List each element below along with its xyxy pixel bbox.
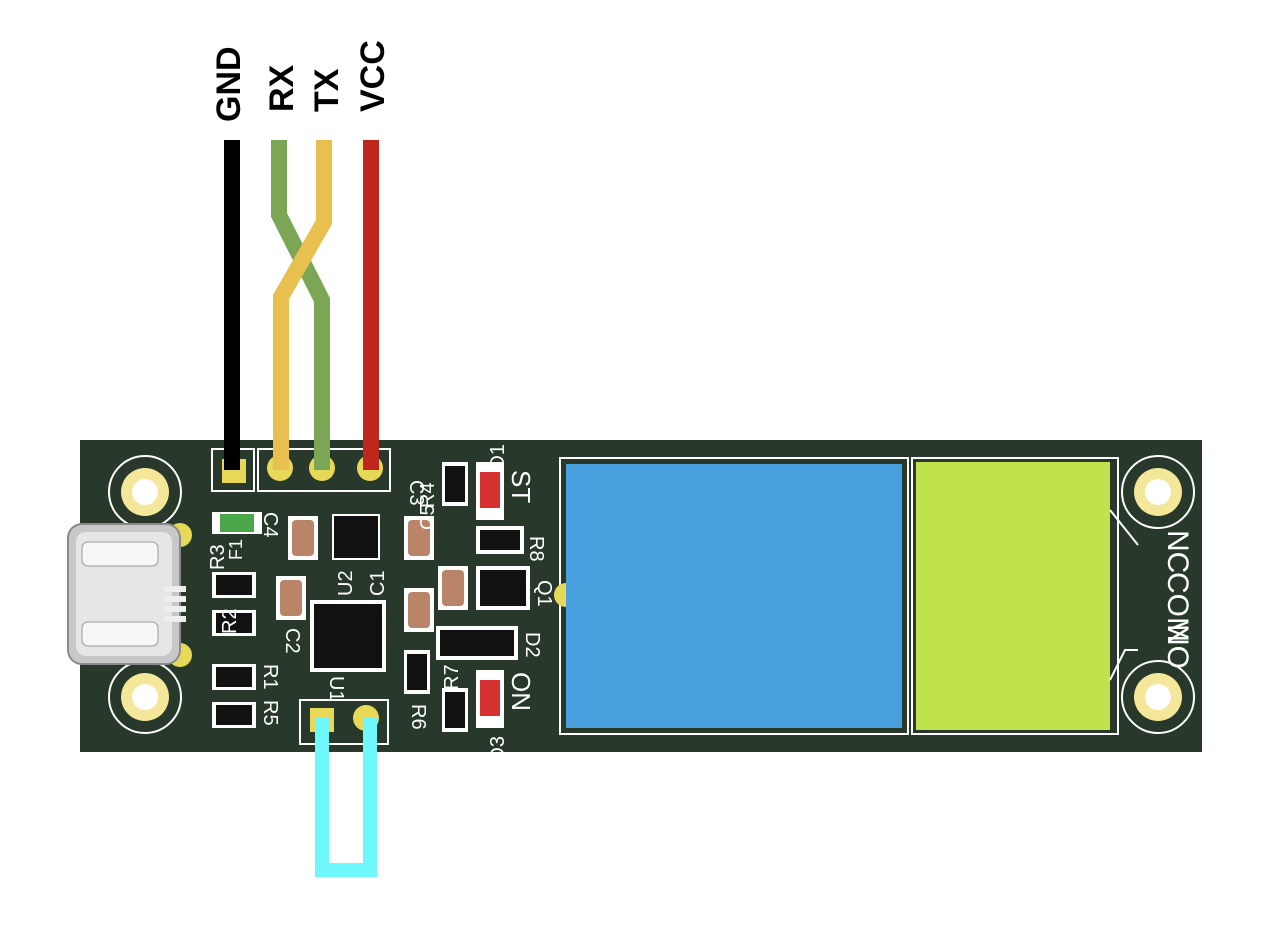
wire-tx (273, 140, 332, 470)
silk-d1: D1 (487, 444, 509, 470)
silk-c5: C5 (417, 504, 439, 530)
ic-u2 (332, 514, 380, 560)
silk-c2: C2 (281, 628, 303, 654)
smd-r2 (212, 610, 256, 636)
silk-st: ST (506, 470, 536, 503)
silk-r1: R1 (259, 664, 281, 690)
usb-c-connector (67, 523, 192, 667)
cap-c3 (404, 516, 434, 560)
mounting-hole-top-right (1121, 455, 1195, 529)
terminal-outline (911, 457, 1119, 735)
smd-r3 (212, 572, 256, 598)
silk-r7: R7 (441, 664, 463, 690)
silk-r6: R6 (407, 704, 429, 730)
smd-r8 (476, 526, 524, 554)
no-leader-line (1109, 649, 1138, 681)
relay-body (566, 464, 902, 728)
led-d1 (476, 462, 504, 520)
smd-r7 (404, 650, 430, 694)
label-tx: TX (308, 68, 346, 112)
cap-c5 (438, 566, 468, 610)
silk-u1: U1 (325, 676, 347, 702)
smd-r4 (442, 462, 468, 506)
led-d3 (476, 670, 504, 728)
silk-r8: R8 (525, 536, 547, 562)
ic-u1 (310, 600, 386, 672)
smd-r6 (442, 688, 468, 732)
silk-c1: C1 (367, 570, 389, 596)
cap-c1 (404, 588, 434, 632)
diode-d2 (436, 626, 518, 660)
transistor-q1 (476, 566, 530, 610)
label-vcc: VCC (354, 40, 392, 112)
silk-f1: F1 (226, 539, 246, 560)
silk-c3: C3 (405, 480, 427, 506)
silk-u2: U2 (335, 570, 357, 596)
silk-q1: Q1 (533, 580, 555, 607)
cap-c2 (276, 576, 306, 620)
label-rx: RX (263, 64, 301, 112)
header-jumper-outline (299, 699, 389, 745)
terminal-block-body (916, 462, 1110, 730)
silk-c4: C4 (259, 512, 281, 538)
silk-d2: D2 (521, 632, 543, 658)
silk-r2: R2 (219, 608, 241, 634)
silk-com: COM (1161, 572, 1194, 642)
silk-r3: R3 (207, 544, 229, 570)
fuse-f1 (212, 512, 262, 534)
nc-leader-line (1109, 509, 1139, 546)
silk-no: NO (1161, 624, 1194, 669)
silk-r5: R5 (259, 700, 281, 726)
wire-jumper (315, 718, 377, 877)
smd-r1 (212, 664, 256, 690)
mounting-hole-bottom-right (1121, 660, 1195, 734)
label-gnd: GND (210, 46, 248, 122)
cap-c4 (288, 516, 318, 560)
silk-nc: NC (1161, 530, 1194, 573)
silk-r4: R4 (417, 482, 439, 508)
smd-r5 (212, 702, 256, 728)
silk-d3: D3 (487, 736, 509, 762)
silk-on: ON (506, 672, 536, 711)
